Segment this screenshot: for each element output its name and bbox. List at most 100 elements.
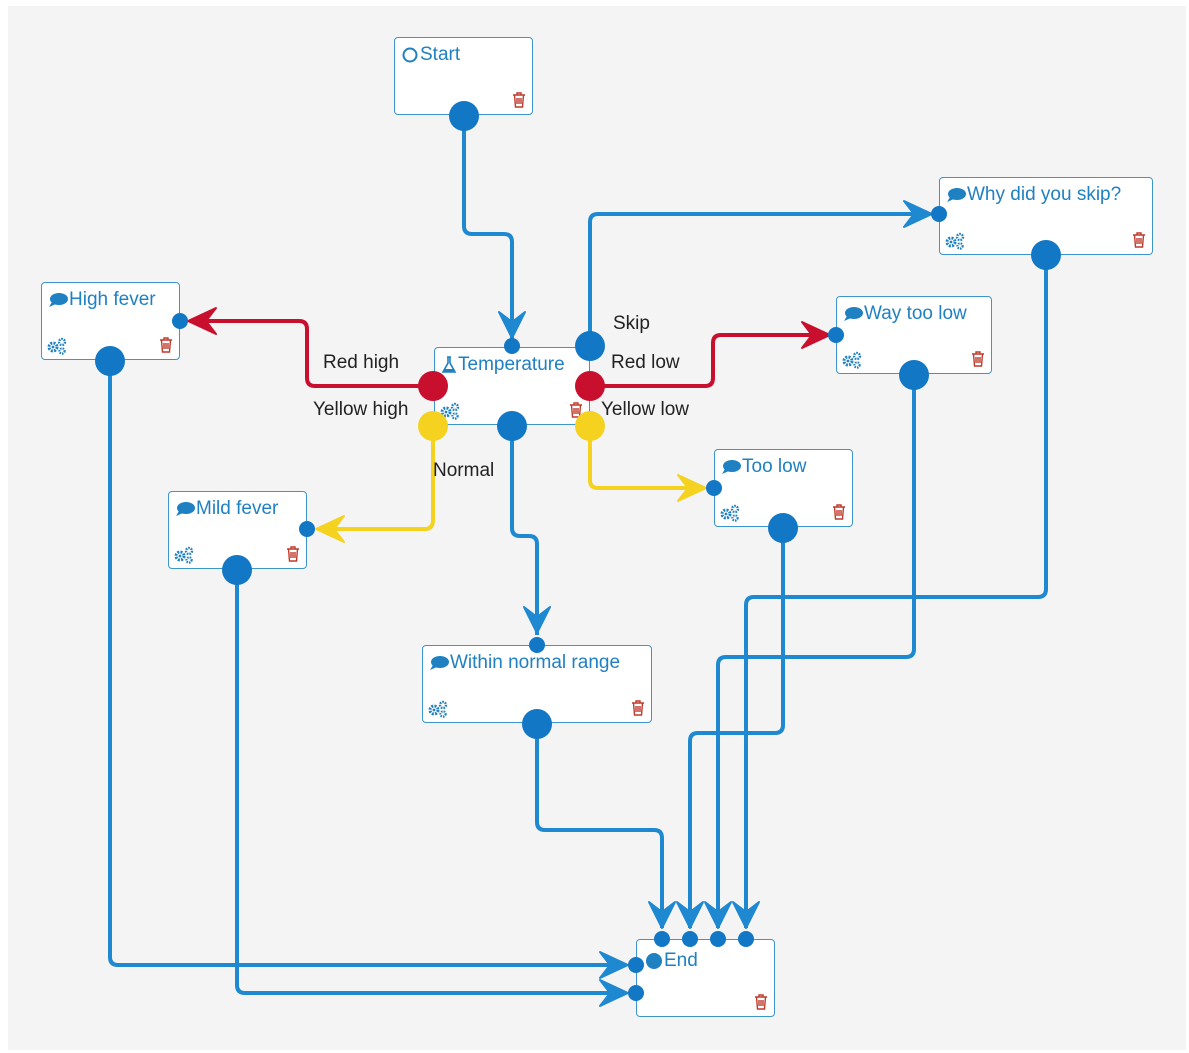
node-end[interactable]: End [636, 939, 775, 1017]
port-mild-fever-in[interactable] [299, 521, 315, 537]
speech-bubble-icon [176, 502, 195, 516]
node-label: Start [420, 44, 461, 65]
edge-arrowhead [648, 901, 676, 929]
port-end-in[interactable] [682, 931, 698, 947]
node-label: Way too low [864, 303, 967, 324]
settings-gears-icon[interactable] [46, 337, 68, 355]
trash-icon[interactable] [512, 92, 526, 108]
port-end-in[interactable] [710, 931, 726, 947]
edge-arrowhead [315, 515, 345, 543]
node-label: Too low [742, 456, 807, 477]
circle-outline-icon [402, 47, 418, 63]
edge-too-low-end[interactable] [688, 528, 785, 928]
edge-label-skip: Skip [613, 313, 650, 334]
edge-skip[interactable] [588, 212, 930, 346]
edge-label-yellow-high: Yellow high [313, 399, 409, 420]
settings-gears-icon[interactable] [841, 351, 863, 369]
port-end-in[interactable] [628, 985, 644, 1001]
port-start-out[interactable] [449, 101, 479, 131]
edge-normal[interactable] [510, 426, 539, 635]
port-red-low[interactable] [575, 371, 605, 401]
edge-yellow-low[interactable] [588, 426, 704, 490]
node-label: Within normal range [450, 652, 621, 673]
port-mild-fever-out[interactable] [222, 555, 252, 585]
port-normal-range-in[interactable] [529, 637, 545, 653]
port-way-too-low-out[interactable] [899, 360, 929, 390]
port-way-too-low-in[interactable] [828, 327, 844, 343]
node-high-fever-title: High fever [48, 289, 156, 311]
node-temperature-title: Temperature [441, 354, 565, 376]
edge-why-skip-end[interactable] [744, 255, 1048, 928]
edge-start-temperature[interactable] [462, 116, 514, 340]
edge-yellow-high[interactable] [318, 426, 435, 531]
port-too-low-out[interactable] [768, 513, 798, 543]
port-normal-range-out[interactable] [522, 709, 552, 739]
edge-arrowhead [732, 901, 760, 929]
port-end-in[interactable] [738, 931, 754, 947]
node-way-too-low-title: Way too low [843, 303, 967, 325]
port-red-high[interactable] [418, 371, 448, 401]
node-label: Why did you skip? [967, 184, 1122, 205]
node-label: Temperature [458, 354, 565, 375]
edge-high-fever-end[interactable] [108, 361, 626, 967]
edge-arrowhead [801, 321, 831, 349]
edge-arrowhead [523, 606, 551, 634]
settings-gears-icon[interactable] [944, 232, 966, 250]
edge-way-too-low-end[interactable] [716, 375, 916, 928]
edge-label-red-low: Red low [611, 352, 680, 373]
dot-icon [646, 953, 662, 969]
edge-arrowhead [903, 200, 933, 228]
port-end-in[interactable] [654, 931, 670, 947]
port-temperature-in[interactable] [504, 338, 520, 354]
port-too-low-in[interactable] [706, 480, 722, 496]
trash-icon[interactable] [631, 700, 645, 716]
node-normal-range-title: Within normal range [429, 652, 620, 674]
trash-icon[interactable] [159, 337, 173, 353]
node-mild-fever-title: Mild fever [175, 498, 278, 520]
node-label: End [664, 950, 698, 971]
edge-arrowhead [676, 901, 704, 929]
port-high-fever-out[interactable] [95, 346, 125, 376]
trash-icon[interactable] [286, 546, 300, 562]
edge-arrowhead [704, 901, 732, 929]
settings-gears-icon[interactable] [439, 402, 461, 420]
settings-gears-icon[interactable] [173, 546, 195, 564]
trash-icon[interactable] [1132, 232, 1146, 248]
speech-bubble-icon [430, 656, 449, 670]
speech-bubble-icon [947, 188, 966, 202]
edge-red-low[interactable] [590, 333, 828, 388]
node-label: High fever [69, 289, 156, 310]
port-yellow-low[interactable] [575, 411, 605, 441]
flask-icon [441, 356, 457, 373]
node-temperature[interactable]: Temperature [434, 347, 590, 425]
port-why-skip-in[interactable] [931, 206, 947, 222]
port-why-skip-out[interactable] [1031, 240, 1061, 270]
trash-icon[interactable] [754, 994, 768, 1010]
settings-gears-icon[interactable] [427, 700, 449, 718]
trash-icon[interactable] [569, 402, 583, 418]
edge-label-red-high: Red high [323, 352, 400, 373]
edge-arrowhead [599, 951, 629, 979]
trash-icon[interactable] [971, 351, 985, 367]
node-too-low-title: Too low [721, 456, 806, 478]
edge-red-high[interactable] [190, 319, 433, 388]
port-skip-out[interactable] [575, 331, 605, 361]
port-high-fever-in[interactable] [172, 313, 188, 329]
trash-icon[interactable] [832, 504, 846, 520]
edge-arrowhead [677, 474, 707, 502]
node-end-title: End [645, 950, 698, 972]
edge-arrowhead [599, 979, 629, 1007]
port-end-in[interactable] [628, 957, 644, 973]
edge-label-normal: Normal [433, 460, 495, 481]
edge-label-yellow-low: Yellow low [601, 399, 690, 420]
port-normal-out[interactable] [497, 411, 527, 441]
edge-arrowhead [498, 311, 526, 339]
node-start-title: Start [401, 44, 460, 66]
node-why-skip-title: Why did you skip? [946, 184, 1121, 206]
edge-mild-fever-end[interactable] [235, 570, 626, 995]
edge-normal-range-end[interactable] [535, 724, 664, 928]
settings-gears-icon[interactable] [719, 504, 741, 522]
port-yellow-high[interactable] [418, 411, 448, 441]
